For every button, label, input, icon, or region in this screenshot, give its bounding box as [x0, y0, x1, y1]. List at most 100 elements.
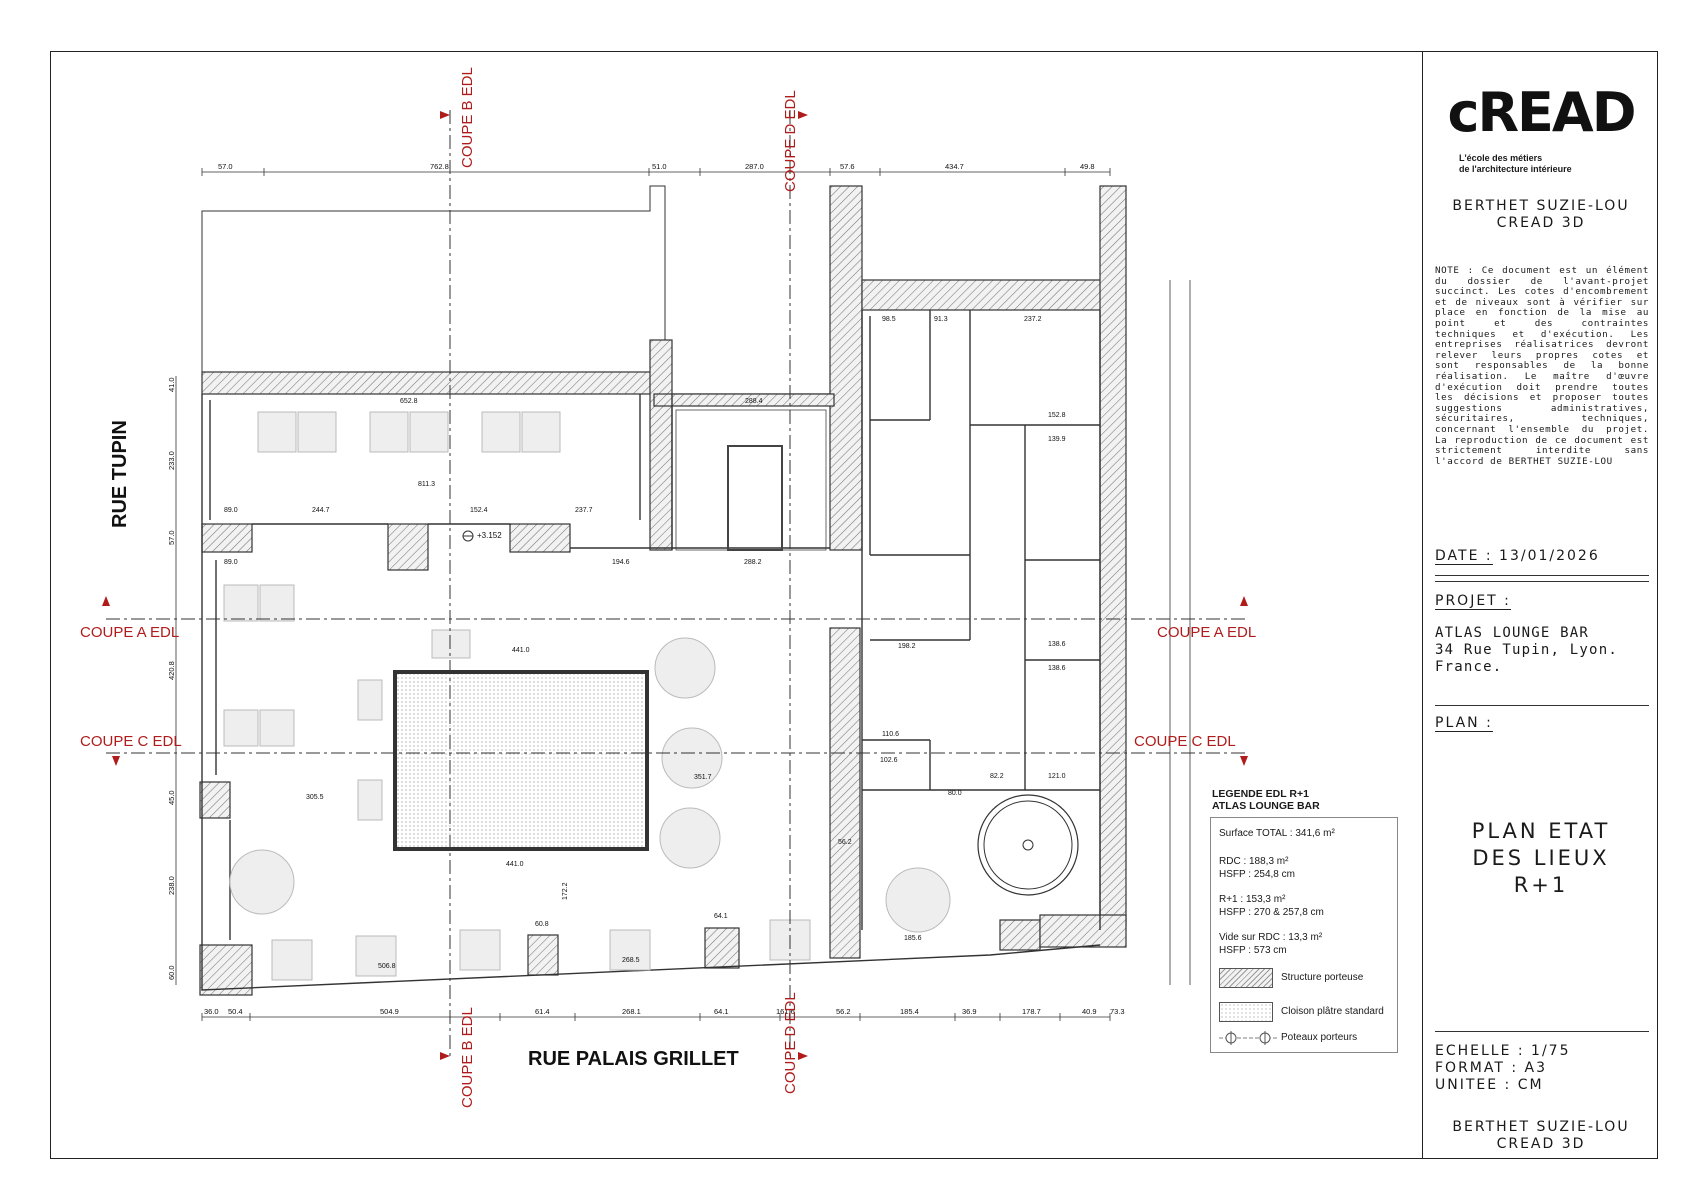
dim-inner: 305.5 — [306, 794, 324, 801]
dim-top: 57.6 — [840, 162, 855, 171]
dim-top: 57.0 — [218, 162, 233, 171]
scale-info: ECHELLE : 1/75 FORMAT : A3 UNITEE : CM — [1435, 1043, 1571, 1094]
legend-title: LEGENDE EDL R+1 ATLAS LOUNGE BAR — [1212, 788, 1320, 812]
dim-inner: 198.2 — [898, 643, 916, 650]
dim-bottom: 36.0 — [204, 1007, 219, 1016]
top-dimension-labels: 57.0 762.8 51.0 287.0 57.6 434.7 49.8 — [218, 162, 1095, 171]
legend-r1-hsfp: HSFP : 270 & 257,8 cm — [1219, 907, 1324, 918]
format-value: FORMAT : A3 — [1435, 1060, 1548, 1076]
project-name: ATLAS LOUNGE BAR — [1435, 625, 1590, 641]
dim-top: 762.8 — [430, 162, 449, 171]
dim-top: 49.8 — [1080, 162, 1095, 171]
dim-bottom: 36.9 — [962, 1007, 977, 1016]
section-b-bottom: COUPE B EDL — [459, 1007, 476, 1108]
section-a-right: COUPE A EDL — [1157, 624, 1256, 641]
dim-bottom: 185.4 — [900, 1007, 919, 1016]
tagline-line-1: L'école des métiers — [1459, 153, 1543, 163]
dim-inner: 89.0 — [224, 559, 238, 566]
structure-walls — [199, 185, 1127, 996]
partitions — [201, 310, 1101, 991]
legend-cloison-label: Cloison plâtre standard — [1281, 1006, 1384, 1017]
author-block: BERTHET SUZIE-LOU CREAD 3D — [1423, 198, 1659, 232]
dim-inner: 194.6 — [612, 559, 630, 566]
footer-author: BERTHET SUZIE-LOU CREAD 3D — [1423, 1119, 1659, 1153]
legend-r1: R+1 : 153,3 m² — [1219, 894, 1286, 905]
dim-bottom: 178.7 — [1022, 1007, 1041, 1016]
logo-tagline: L'école des métiers de l'architecture in… — [1459, 153, 1639, 175]
section-d-bottom: COUPE D EDL — [782, 992, 799, 1094]
project-country: France. — [1435, 659, 1503, 675]
dim-inner: 652.8 — [400, 398, 418, 405]
legend-surface-total: Surface TOTAL : 341,6 m² — [1219, 828, 1335, 839]
plan-label-row: PLAN : — [1435, 715, 1493, 732]
central-void — [393, 670, 649, 851]
dim-inner: 351.7 — [694, 774, 712, 781]
dim-inner: 138.6 — [1048, 641, 1066, 648]
dimension-lines — [175, 171, 1191, 1018]
dim-inner: 138.6 — [1048, 665, 1066, 672]
dimension-ticks — [201, 168, 1111, 1021]
plan-title-line-1: PLAN ETAT — [1471, 819, 1611, 843]
section-lines — [106, 110, 1245, 1060]
dim-left: 57.0 — [167, 530, 176, 545]
dim-left: 233.0 — [167, 451, 176, 470]
project-label: PROJET : — [1435, 593, 1511, 610]
author-school: CREAD 3D — [1496, 215, 1586, 231]
dim-inner: 172.2 — [562, 882, 569, 900]
dim-left: 238.0 — [167, 876, 176, 895]
dim-inner: 56.2 — [838, 839, 852, 846]
section-c-right: COUPE C EDL — [1134, 733, 1236, 750]
dim-inner: 185.6 — [904, 935, 922, 942]
dim-bottom: 504.9 — [380, 1007, 399, 1016]
dim-inner: 244.7 — [312, 507, 330, 514]
dim-bottom: 61.4 — [535, 1007, 550, 1016]
legend-swatch-cloison — [1219, 1002, 1273, 1022]
dim-inner: 237.7 — [575, 507, 593, 514]
dim-inner: 237.2 — [1024, 316, 1042, 323]
legend-title-line-1: LEGENDE EDL R+1 — [1212, 788, 1309, 800]
furniture — [223, 411, 951, 981]
legal-note: NOTE : Ce document est un élément du dos… — [1435, 265, 1649, 467]
unit-value: UNITEE : CM — [1435, 1077, 1544, 1093]
dim-top: 434.7 — [945, 162, 964, 171]
dim-inner: 64.1 — [714, 913, 728, 920]
project-address: 34 Rue Tupin, Lyon. — [1435, 642, 1618, 658]
date-label: DATE : — [1435, 548, 1493, 565]
legend-structure-label: Structure porteuse — [1281, 972, 1364, 983]
street-left-label: RUE TUPIN — [109, 420, 131, 528]
dim-left: 45.0 — [167, 790, 176, 805]
section-d-top: COUPE D EDL — [782, 90, 799, 192]
dim-bottom: 64.1 — [714, 1007, 729, 1016]
divider — [1435, 705, 1649, 706]
legend-rdc-hsfp: HSFP : 254,8 cm — [1219, 869, 1295, 880]
tagline-line-2: de l'architecture intérieure — [1459, 164, 1572, 174]
dim-inner: 441.0 — [506, 861, 524, 868]
level-marker: +3.152 — [462, 530, 502, 542]
dim-inner: 60.8 — [535, 921, 549, 928]
section-labels: COUPE A EDL COUPE A EDL COUPE C EDL COUP… — [80, 67, 1256, 1108]
section-a-left: COUPE A EDL — [80, 624, 179, 641]
dim-inner: 121.0 — [1048, 773, 1066, 780]
dim-inner: 110.6 — [882, 731, 899, 738]
dim-inner: 288.4 — [745, 398, 763, 405]
dim-inner: 268.5 — [622, 957, 640, 964]
legend-poteaux-label: Poteaux porteurs — [1281, 1032, 1358, 1043]
plan-title-line-2: DES LIEUX — [1472, 846, 1610, 870]
dim-bottom: 161.6 — [776, 1007, 795, 1016]
dim-inner: 80.0 — [948, 790, 962, 797]
divider — [1435, 581, 1649, 582]
footer-author-name: BERTHET SUZIE-LOU — [1452, 1119, 1630, 1135]
floor-plan: 57.0 762.8 51.0 287.0 57.6 434.7 49.8 36… — [80, 67, 1256, 1108]
section-arrows — [102, 111, 1248, 1060]
divider — [1435, 1031, 1649, 1032]
date-value: 13/01/2026 — [1499, 548, 1600, 564]
plan-title: PLAN ETAT DES LIEUX R+1 — [1423, 818, 1659, 899]
section-b-top: COUPE B EDL — [459, 67, 476, 168]
scale-value: ECHELLE : 1/75 — [1435, 1043, 1571, 1059]
legend-title-line-2: ATLAS LOUNGE BAR — [1212, 800, 1320, 812]
dim-bottom: 40.9 — [1082, 1007, 1097, 1016]
spiral-staircase — [977, 794, 1079, 896]
left-dimension-labels: 41.0 233.0 57.0 420.8 45.0 238.0 60.0 — [167, 377, 176, 980]
drawing-sheet — [50, 51, 1658, 1159]
section-c-left: COUPE C EDL — [80, 733, 182, 750]
